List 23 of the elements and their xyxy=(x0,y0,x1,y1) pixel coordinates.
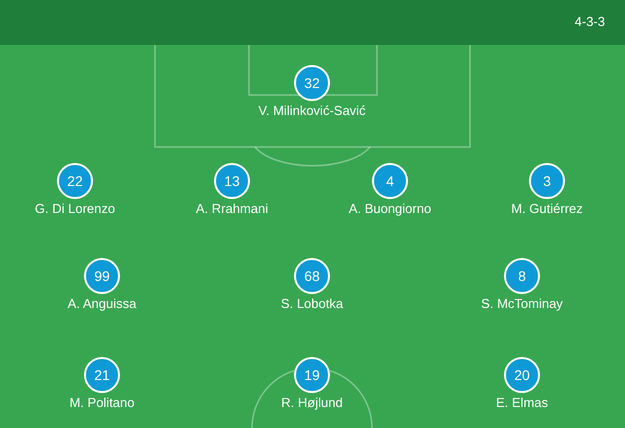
shirt-number-badge: 21 xyxy=(84,357,120,393)
shirt-number-badge: 20 xyxy=(504,357,540,393)
player-name: V. Milinković-Savić xyxy=(257,103,367,118)
formation-label: 4-3-3 xyxy=(574,14,605,29)
player-name: M. Gutiérrez xyxy=(510,201,584,216)
shirt-number-badge: 19 xyxy=(294,357,330,393)
shirt-number-badge: 3 xyxy=(529,163,565,199)
player-name: E. Elmas xyxy=(494,395,549,410)
shirt-number-badge: 4 xyxy=(372,163,408,199)
shirt-number-badge: 8 xyxy=(504,258,540,294)
shirt-number-badge: 22 xyxy=(57,163,93,199)
player-name: S. Lobotka xyxy=(280,296,344,311)
player-name: G. Di Lorenzo xyxy=(34,201,116,216)
shirt-number-badge: 99 xyxy=(84,258,120,294)
player-name: A. Rrahmani xyxy=(194,201,270,216)
player-name: M. Politano xyxy=(68,395,136,410)
shirt-number-badge: 68 xyxy=(294,258,330,294)
player-name: R. Højlund xyxy=(280,395,344,410)
player-name: S. McTominay xyxy=(480,296,564,311)
shirt-number-badge: 13 xyxy=(214,163,250,199)
shirt-number-badge: 32 xyxy=(294,65,330,101)
player-name: A. Anguissa xyxy=(66,296,138,311)
player-name: A. Buongiorno xyxy=(348,201,432,216)
